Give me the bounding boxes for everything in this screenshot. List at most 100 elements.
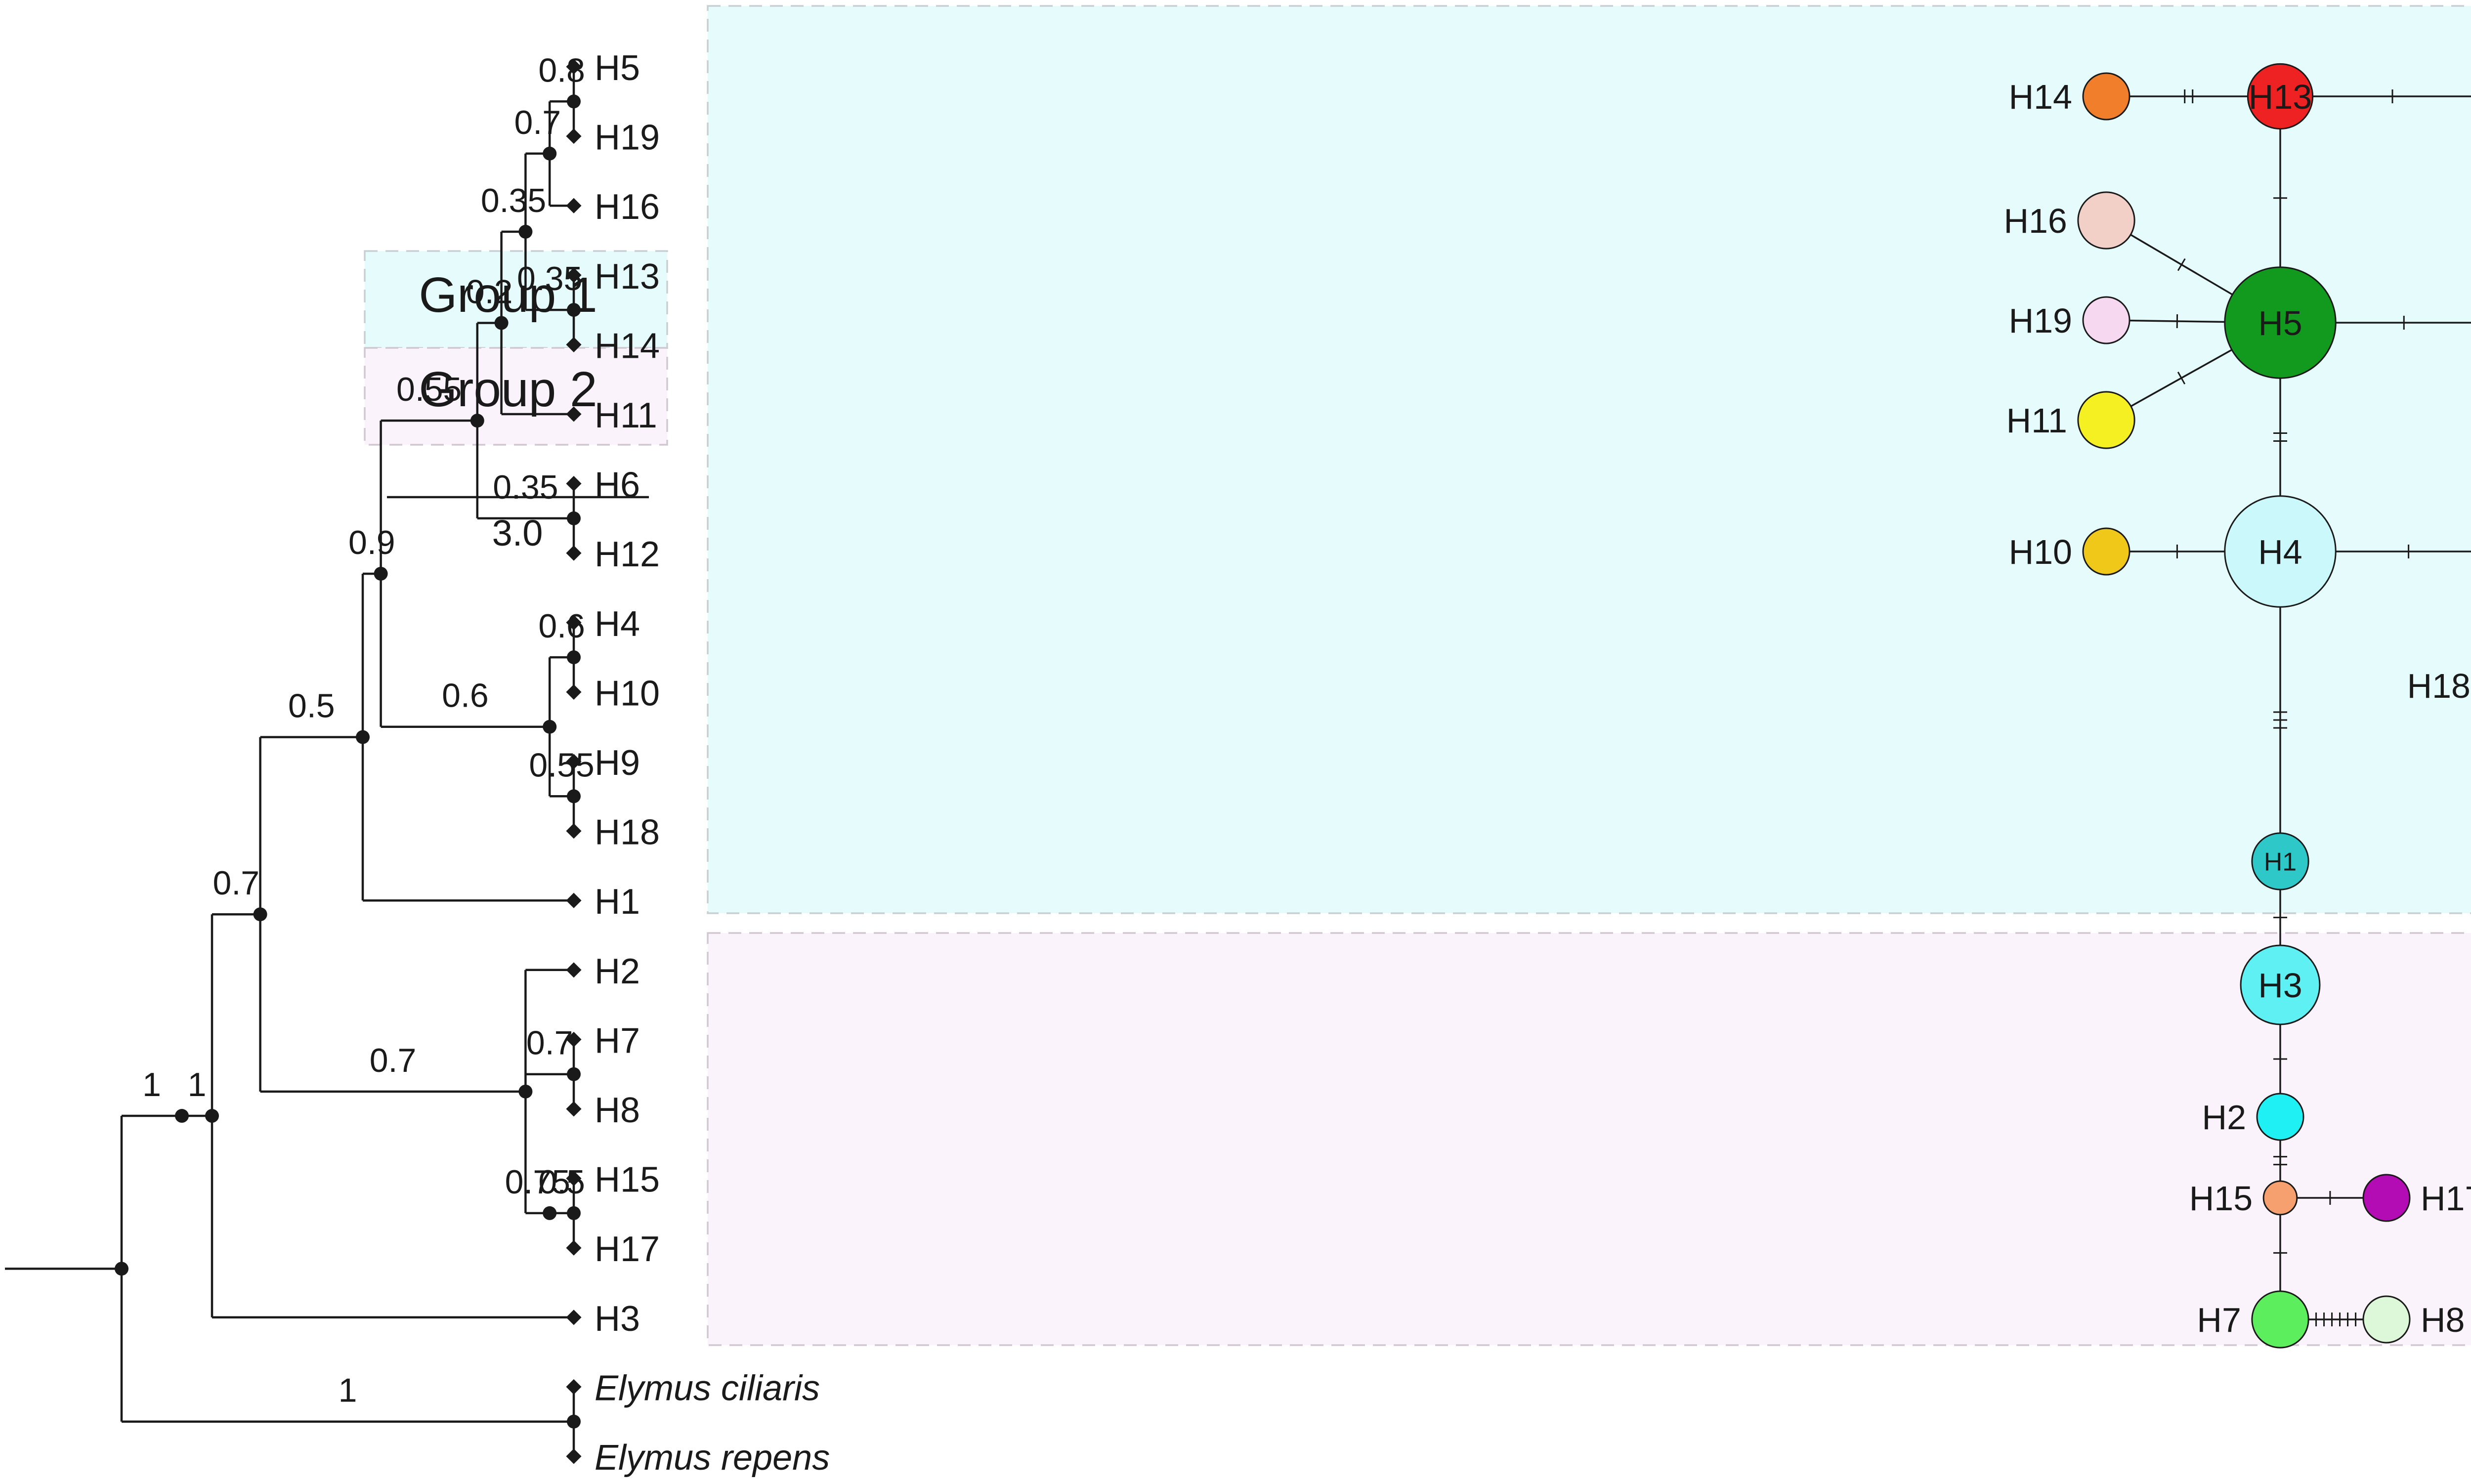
group-boxes [707, 5, 2471, 1346]
tree-support-n10: 0.8 [538, 51, 585, 89]
legend-group2-swatch [364, 347, 668, 446]
tree-tip-h8 [566, 1101, 582, 1117]
haplotype-label-h15: H15 [2189, 1179, 2253, 1218]
haplotype-h17 [2362, 1174, 2411, 1222]
tree-node-n1 [175, 1109, 189, 1123]
legend-group2-label: Group 2 [419, 362, 597, 417]
tree-leaf-label-h5: H5 [595, 48, 640, 88]
tree-tip-h9 [566, 754, 582, 769]
tree-node-n10 [567, 94, 581, 109]
legend-group1-swatch [364, 250, 668, 349]
haplotype-label-h16: H16 [2003, 202, 2067, 240]
tree-support-n13: 0.6 [442, 677, 489, 715]
tree-leaf-label-h2: H2 [595, 952, 640, 991]
tree-tip-h7 [566, 1031, 582, 1047]
tree-tip-h19 [566, 128, 582, 144]
tree-node-n15 [567, 789, 581, 804]
haplotype-h16 [2077, 191, 2135, 250]
haplotype-label-h17: H17 [2421, 1179, 2471, 1218]
tree-support-n19: 0.5 [538, 1163, 585, 1201]
tree-support-n5: 0.9 [348, 524, 395, 561]
haplotype-h15 [2262, 1180, 2298, 1216]
tree-node-n2 [205, 1109, 219, 1123]
tree-leaf-label-h11: H11 [595, 396, 657, 435]
mutation-tick-h11-h5 [2177, 372, 2186, 384]
legend: Group 1 Group 2 3.0 [364, 250, 668, 553]
tree-tip-elymus-repens [566, 1448, 582, 1464]
tree-support-n12: 0.35 [493, 468, 558, 506]
tree-support-n16: 0.7 [370, 1042, 417, 1079]
haplotype-label-h14: H14 [2009, 78, 2072, 116]
tree-node-n16 [518, 1084, 533, 1099]
tree-support-n8: 0.35 [481, 182, 546, 219]
tree-node-n13 [543, 720, 557, 734]
tree-leaf-label-elymus-repens: Elymus repens [595, 1438, 830, 1478]
tree-leaf-label-h16: H16 [595, 187, 660, 227]
mutation-tick-h16-h5 [2177, 258, 2186, 271]
tree-node-n20 [567, 1414, 581, 1429]
tree-node-n3 [253, 907, 267, 922]
haplotype-label-h19: H19 [2009, 301, 2072, 340]
tree-support-n15: 0.55 [529, 746, 594, 784]
tree-node-n12 [567, 511, 581, 525]
tree-tip-h17 [566, 1240, 582, 1256]
tree-tip-h10 [566, 684, 582, 700]
tree-support-n2: 1 [188, 1066, 207, 1103]
tree-tip-h16 [566, 198, 582, 213]
tree-support-n17: 0.7 [526, 1024, 573, 1062]
haplotype-h4 [2224, 495, 2337, 608]
haplotype-label-h7: H7 [2197, 1301, 2241, 1339]
tree-node-n14 [567, 650, 581, 665]
haplotype-h19 [2082, 296, 2130, 344]
tree-leaf-label-h6: H6 [595, 466, 640, 505]
haplotype-h13 [2247, 63, 2314, 130]
tree-leaf-label-h3: H3 [595, 1299, 640, 1339]
tree-node-n4 [356, 730, 370, 744]
haplotype-label-h11: H11 [2006, 401, 2067, 440]
tree-support-n3: 0.7 [213, 864, 260, 902]
tree-support-n18: 0.75 [505, 1163, 570, 1201]
tree-tip-h18 [566, 823, 582, 839]
tree-tip-elymus-ciliaris [566, 1379, 582, 1395]
haplotype-h11 [2077, 391, 2135, 449]
tree-node-n11 [567, 303, 581, 317]
group1-box [707, 5, 2471, 914]
group2-box [707, 932, 2471, 1346]
haplotype-h2 [2256, 1093, 2304, 1141]
haplotype-h14 [2082, 72, 2130, 121]
tree-node-n19 [567, 1206, 581, 1220]
tree-tip-h6 [566, 476, 582, 492]
tree-leaf-label-elymus-ciliaris: Elymus ciliaris [595, 1368, 820, 1408]
tree-leaf-label-h19: H19 [595, 118, 660, 158]
tree-support-n4: 0.5 [288, 687, 335, 725]
tree-node-n17 [567, 1067, 581, 1081]
tree-leaf-label-h15: H15 [595, 1160, 660, 1200]
tree-tip-h15 [566, 1171, 582, 1187]
tree-support-n7: 0.2 [466, 273, 513, 310]
tree-leaf-label-h10: H10 [595, 674, 660, 713]
tree-node-n9 [543, 146, 557, 161]
tree-node-n18 [543, 1206, 557, 1220]
haplotype-label-h4: H4 [2258, 533, 2302, 571]
tree-node-n6 [470, 414, 484, 428]
haplotype-h7 [2251, 1290, 2309, 1349]
haplotype-label-h10: H10 [2009, 533, 2072, 571]
haplotype-h3 [2240, 944, 2321, 1025]
tree-tip-h3 [566, 1310, 582, 1325]
haplotype-h10 [2082, 527, 2130, 576]
haplotype-label-h13: H13 [2249, 78, 2312, 116]
tree-tip-h12 [566, 545, 582, 561]
tree-node-n7 [494, 316, 509, 330]
haplotype-label-h8: H8 [2421, 1301, 2465, 1339]
haplotype-h5 [2224, 266, 2337, 379]
tree-leaf-label-h13: H13 [595, 257, 660, 297]
tree-leaf-label-h1: H1 [595, 882, 640, 922]
haplotype-label-h18: H18 [2407, 667, 2471, 705]
tree-leaf-label-h7: H7 [595, 1021, 640, 1060]
tree-node-n8 [518, 224, 533, 239]
tree-support-n1: 1 [142, 1066, 161, 1103]
haplotype-label-h3: H3 [2258, 966, 2302, 1005]
tree-node-n5 [374, 566, 388, 581]
